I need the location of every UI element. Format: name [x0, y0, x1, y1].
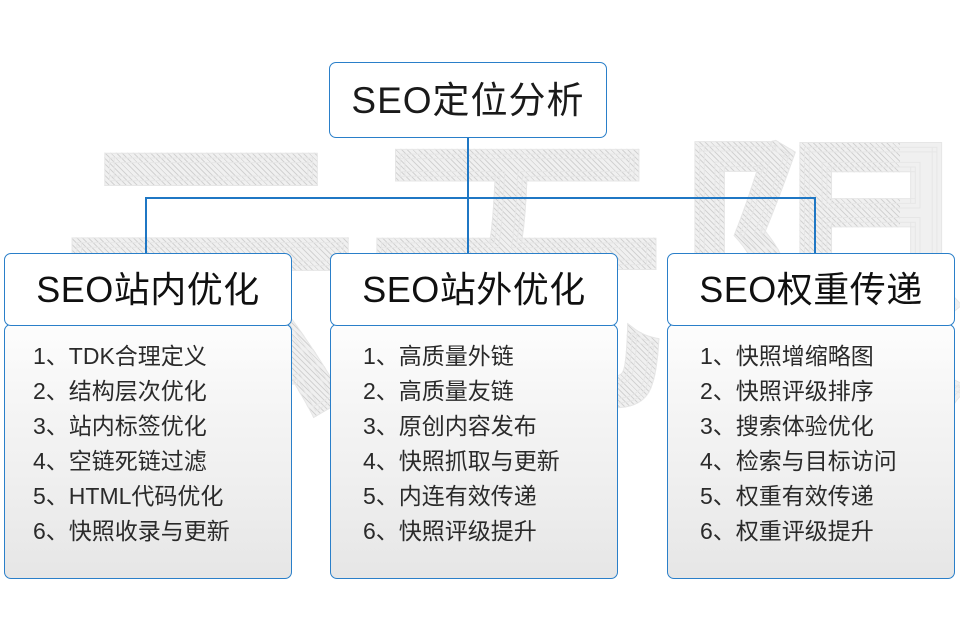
list-item: 2、结构层次优化 [33, 378, 207, 404]
list-item: 6、权重评级提升 [700, 518, 874, 544]
list-item: 1、高质量外链 [363, 343, 514, 369]
list-item: 6、快照评级提升 [363, 518, 537, 544]
list-item: 5、内连有效传递 [363, 483, 537, 509]
list-item: 4、快照抓取与更新 [363, 448, 560, 474]
branch-header-seo-weight[interactable]: SEO权重传递 [667, 253, 955, 326]
branch-list-seo-weight: 1、快照增缩略图 2、快照评级排序 3、搜索体验优化 4、检索与目标访问 5、权… [667, 324, 955, 579]
list-item: 3、搜索体验优化 [700, 413, 874, 439]
list-item: 4、空链死链过滤 [33, 448, 207, 474]
branch-header-seo-onsite[interactable]: SEO站内优化 [4, 253, 292, 326]
branch-header-seo-offsite[interactable]: SEO站外优化 [330, 253, 618, 326]
list-item: 2、高质量友链 [363, 378, 514, 404]
branch-list-seo-onsite: 1、TDK合理定义 2、结构层次优化 3、站内标签优化 4、空链死链过滤 5、H… [4, 324, 292, 579]
list-item: 2、快照评级排序 [700, 378, 874, 404]
list-item: 5、HTML代码优化 [33, 483, 224, 509]
branch-list-seo-offsite: 1、高质量外链 2、高质量友链 3、原创内容发布 4、快照抓取与更新 5、内连有… [330, 324, 618, 579]
root-node-title: SEO定位分析 [351, 79, 585, 121]
list-item: 4、检索与目标访问 [700, 448, 897, 474]
list-item: 3、站内标签优化 [33, 413, 207, 439]
root-node[interactable]: SEO定位分析 [329, 62, 607, 138]
connector-root-vertical [467, 136, 469, 198]
branch-column-seo-onsite: SEO站内优化 1、TDK合理定义 2、结构层次优化 3、站内标签优化 4、空链… [4, 253, 292, 579]
connector-branch-left [145, 197, 147, 254]
connector-branch-right [814, 197, 816, 254]
branch-column-seo-weight: SEO权重传递 1、快照增缩略图 2、快照评级排序 3、搜索体验优化 4、检索与… [667, 253, 955, 579]
connector-branch-middle [467, 197, 469, 254]
list-item: 3、原创内容发布 [363, 413, 537, 439]
branch-header-title: SEO站外优化 [362, 268, 586, 310]
list-item: 1、TDK合理定义 [33, 343, 207, 369]
list-item: 6、快照收录与更新 [33, 518, 230, 544]
list-item: 5、权重有效传递 [700, 483, 874, 509]
branch-header-title: SEO权重传递 [699, 268, 923, 310]
branch-header-title: SEO站内优化 [36, 268, 260, 310]
connector-horizontal-bar [145, 197, 816, 199]
branch-column-seo-offsite: SEO站外优化 1、高质量外链 2、高质量友链 3、原创内容发布 4、快照抓取与… [330, 253, 618, 579]
list-item: 1、快照增缩略图 [700, 343, 874, 369]
